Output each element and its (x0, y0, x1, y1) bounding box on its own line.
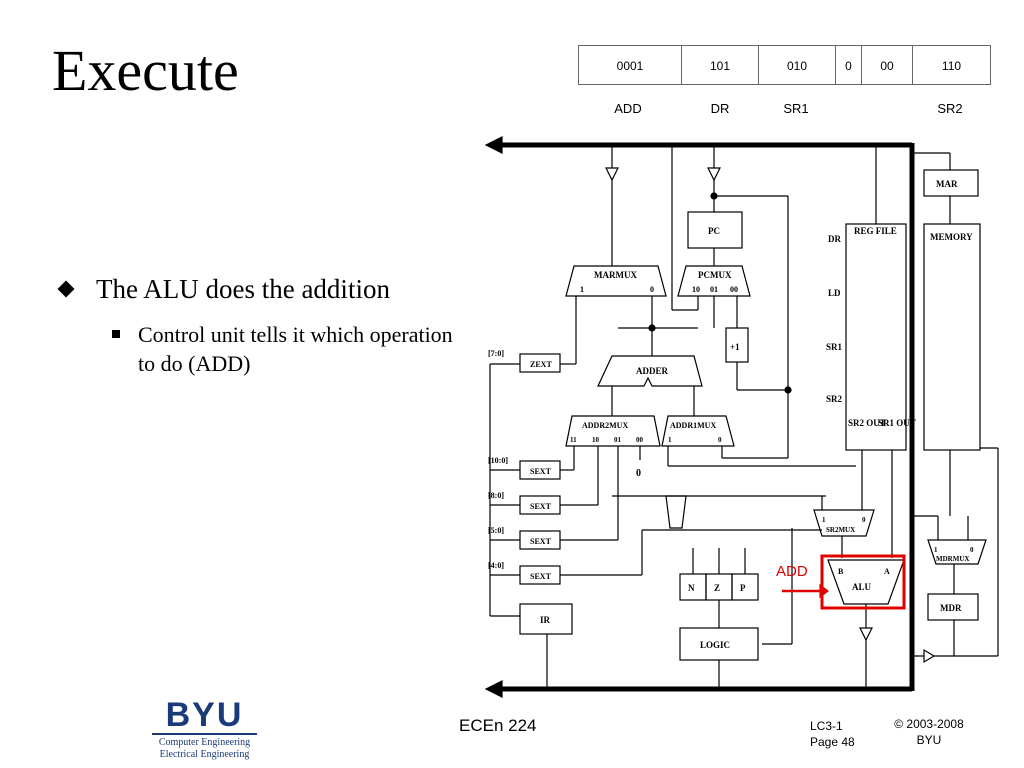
bullet-list: The ALU does the addition Control unit t… (57, 272, 478, 378)
instr-field-opcode: 0001 (578, 45, 682, 85)
mdrmux-input-0: 0 (970, 546, 974, 554)
footer-slide-number: LC3-1 Page 48 (810, 718, 855, 750)
instr-label-dr: DR (710, 101, 730, 116)
footer-slide-line1: LC3-1 (810, 719, 843, 733)
byu-logo-sub2: Electrical Engineering (159, 749, 250, 760)
bitfield-8-0: [8:0] (488, 491, 504, 500)
sr2mux-input-1: 1 (822, 516, 826, 524)
addr2mux-input-10: 10 (592, 436, 600, 444)
pcmux-input-10: 10 (692, 285, 700, 294)
instruction-encoding: 0001 101 010 0 00 110 (578, 45, 991, 87)
lc3-datapath-diagram: PC MARMUX 1 0 PCMUX 10 01 00 +1 ADDER ZE… (484, 136, 999, 698)
square-bullet-icon (112, 330, 120, 338)
addr1mux-label: ADDR1MUX (670, 421, 716, 430)
regfile-sr1out: SR1 OUT (878, 418, 916, 428)
byu-logo-text: BYU (165, 696, 244, 734)
addr2mux-zero-const: 0 (636, 468, 641, 479)
mar-label: MAR (936, 179, 958, 189)
instr-field-dr: 101 (681, 45, 759, 85)
instr-label-sr2: SR2 (937, 101, 963, 116)
marmux-input-0: 0 (650, 285, 654, 294)
bitfield-4-0: [4:0] (488, 561, 504, 570)
sr2mux-input-0: 0 (862, 516, 866, 524)
sext-5-label: SEXT (530, 537, 552, 546)
addr2mux-input-11: 11 (570, 436, 577, 444)
bitfield-5-0: [5:0] (488, 526, 504, 535)
alu-input-a: A (884, 567, 890, 576)
mdr-label: MDR (940, 603, 962, 613)
flag-n-label: N (688, 583, 695, 593)
regfile-label: REG FILE (854, 226, 897, 236)
pcmux-label: PCMUX (698, 270, 732, 280)
addr1mux-input-1: 1 (668, 436, 672, 444)
addr2mux-input-00: 00 (636, 436, 644, 444)
flag-z-label: Z (714, 583, 720, 593)
sext-4-label: SEXT (530, 572, 552, 581)
diamond-bullet-icon (57, 280, 75, 298)
bitfield-7-0: [7:0] (488, 349, 504, 358)
ir-label: IR (540, 615, 551, 625)
instr-label-opcode: ADD (614, 101, 642, 116)
adder-label: ADDER (636, 366, 669, 376)
alu-input-b: B (838, 567, 844, 576)
alu-control-label: ADD (776, 563, 808, 580)
footer-course: ECEn 224 (459, 716, 537, 735)
addr1mux-input-0: 0 (718, 436, 722, 444)
bullet-main: The ALU does the addition (57, 272, 478, 306)
instr-field-sr2: 110 (912, 45, 991, 85)
addr2mux-input-01: 01 (614, 436, 622, 444)
pc-label: PC (708, 226, 720, 236)
regfile-sr2out: SR2 OUT (848, 418, 886, 428)
byu-logo: BYU Computer Engineering Electrical Engi… (152, 696, 257, 761)
footer-copyright-line2: BYU (916, 733, 942, 747)
sr2mux-label: SR2MUX (826, 526, 855, 534)
footer-copyright-line1: © 2003-2008 (894, 717, 964, 731)
sext-10-label: SEXT (530, 467, 552, 476)
logic-label: LOGIC (700, 640, 730, 650)
regfile-port-ld: LD (828, 288, 841, 298)
addr2mux-label: ADDR2MUX (582, 421, 628, 430)
instr-field-unused: 00 (861, 45, 913, 85)
regfile-port-sr1: SR1 (826, 342, 843, 352)
instr-label-sr1: SR1 (783, 101, 809, 116)
bullet-sub-text: Control unit tells it which operation to… (138, 322, 453, 376)
pcmux-input-00: 00 (730, 285, 738, 294)
pcmux-input-01: 01 (710, 285, 718, 294)
instr-field-sr1: 010 (758, 45, 836, 85)
regfile-port-sr2: SR2 (826, 394, 843, 404)
sext-8-label: SEXT (530, 502, 552, 511)
zext-label: ZEXT (530, 360, 552, 369)
bitfield-10-0: [10:0] (488, 456, 508, 465)
alu-label: ALU (852, 582, 872, 592)
plus1-label: +1 (730, 342, 740, 352)
bullet-main-text: The ALU does the addition (96, 274, 390, 304)
memory-label: MEMORY (930, 232, 973, 242)
marmux-label: MARMUX (594, 270, 637, 280)
slide-title: Execute (52, 38, 239, 103)
flag-p-label: P (740, 583, 746, 593)
footer-copyright: © 2003-2008 BYU (874, 716, 984, 748)
instr-field-bit5: 0 (835, 45, 862, 85)
mdrmux-input-1: 1 (934, 546, 938, 554)
marmux-input-1: 1 (580, 285, 584, 294)
mdrmux-label: MDRMUX (936, 555, 969, 563)
byu-logo-sub1: Computer Engineering (158, 737, 251, 748)
regfile-port-dr: DR (828, 234, 841, 244)
bullet-sub: Control unit tells it which operation to… (58, 320, 468, 378)
footer-slide-line2: Page 48 (810, 735, 855, 749)
